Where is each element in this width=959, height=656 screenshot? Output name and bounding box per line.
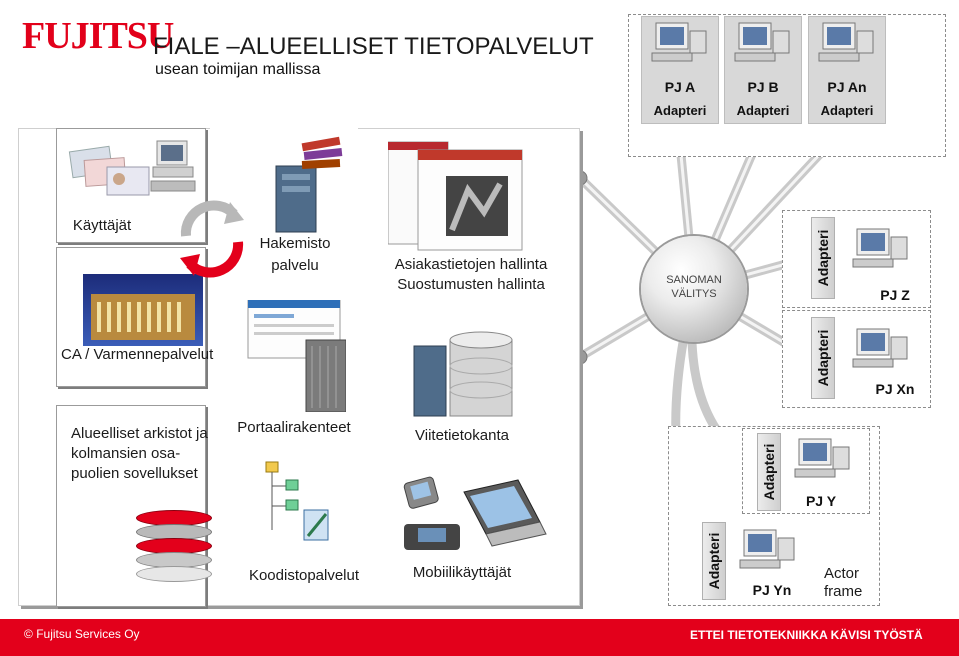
- pj-z-adapter: Adapteri: [811, 217, 835, 299]
- directory-cell: Hakemisto palvelu: [210, 128, 358, 274]
- computer-icon: [739, 529, 795, 569]
- footer-slogan: ETTEI TIETOTEKNIIKKA KÄVISI TYÖSTÄ: [690, 628, 923, 642]
- pj-a-card[interactable]: PJ A Adapteri: [641, 16, 719, 124]
- building-image: [83, 274, 203, 346]
- pj-an-card[interactable]: PJ An Adapteri: [808, 16, 886, 124]
- regional-label-1: Alueelliset arkistot ja: [71, 425, 208, 442]
- computer-icon: [651, 22, 707, 62]
- code-tree-icon: [265, 461, 329, 541]
- computer-icon: [852, 228, 908, 268]
- pj-yn-group: Adapteri PJ Yn: [698, 520, 808, 602]
- pj-z-name: PJ Z: [880, 287, 910, 303]
- reference-db-label: Viitetietokanta: [415, 427, 509, 444]
- regional-label-3: puolien sovellukset: [71, 465, 198, 482]
- actor-frame-line-2: frame: [824, 583, 863, 600]
- pj-an-adapter: Adapteri: [820, 103, 874, 118]
- message-hub: SANOMAN VÄLITYS: [641, 236, 747, 342]
- pj-yn-name: PJ Yn: [752, 582, 792, 598]
- page-subtitle: usean toimijan mallissa: [155, 61, 321, 78]
- pj-y-name: PJ Y: [805, 493, 837, 509]
- pj-xn-name: PJ Xn: [875, 381, 915, 397]
- actor-frame-line-1: Actor: [824, 565, 860, 582]
- ca-cell: CA / Varmennepalvelut: [56, 247, 213, 387]
- computer-icon: [852, 328, 908, 368]
- ca-label: CA / Varmennepalvelut: [61, 346, 214, 363]
- computer-icon: [794, 438, 850, 478]
- id-cards-icon: [68, 140, 196, 196]
- page-title: FIALE –ALUEELLISET TIETOPALVELUT: [153, 33, 594, 60]
- footer-company: Fujitsu Services Oy: [36, 627, 140, 641]
- client-records-screens: [388, 141, 523, 251]
- pj-a-adapter: Adapteri: [653, 103, 707, 118]
- mobile-users-label: Mobiilikäyttäjät: [412, 564, 512, 581]
- computer-icon: [818, 22, 874, 62]
- users-cell: Käyttäjät: [56, 128, 206, 243]
- pj-y-group: Adapteri PJ Y: [742, 428, 870, 514]
- pj-xn-adapter: Adapteri: [811, 317, 835, 399]
- hub-label-1: SANOMAN: [666, 274, 722, 286]
- pj-b-name: PJ B: [747, 79, 779, 95]
- mobile-devices-icon: [403, 476, 547, 550]
- pj-yn-adapter: Adapteri: [702, 522, 726, 600]
- portal-screen-rack: [247, 300, 346, 412]
- pj-a-name: PJ A: [664, 79, 696, 95]
- reference-database-icon: [413, 331, 513, 417]
- database-stack-icon: [40, 506, 240, 586]
- footer-copyright: © Fujitsu Services Oy: [24, 627, 140, 641]
- footer-bar: [0, 619, 959, 656]
- pj-z-group: Adapteri PJ Z: [782, 210, 931, 308]
- code-services-label: Koodistopalvelut: [248, 567, 360, 584]
- directory-label-1: Hakemisto: [259, 235, 331, 252]
- actor-frame-label: Actor frame: [824, 565, 876, 601]
- pj-xn-group: Adapteri PJ Xn: [782, 310, 931, 408]
- pj-an-name: PJ An: [827, 79, 867, 95]
- directory-label-2: palvelu: [271, 257, 319, 274]
- client-records-label-1: Asiakastietojen hallinta: [394, 256, 548, 273]
- pj-b-adapter: Adapteri: [736, 103, 790, 118]
- cycle-arrows-icon: [180, 200, 244, 278]
- pj-b-card[interactable]: PJ B Adapteri: [724, 16, 802, 124]
- server-books-icon: [275, 136, 343, 233]
- pj-y-adapter: Adapteri: [757, 433, 781, 511]
- client-records-label-2: Suostumusten hallinta: [397, 276, 545, 293]
- regional-label-2: kolmansien osa-: [71, 445, 181, 462]
- hub-label-2: VÄLITYS: [671, 288, 717, 300]
- users-label: Käyttäjät: [72, 217, 132, 234]
- portal-label: Portaalirakenteet: [237, 419, 351, 436]
- computer-icon: [734, 22, 790, 62]
- copyright-icon: ©: [24, 627, 33, 641]
